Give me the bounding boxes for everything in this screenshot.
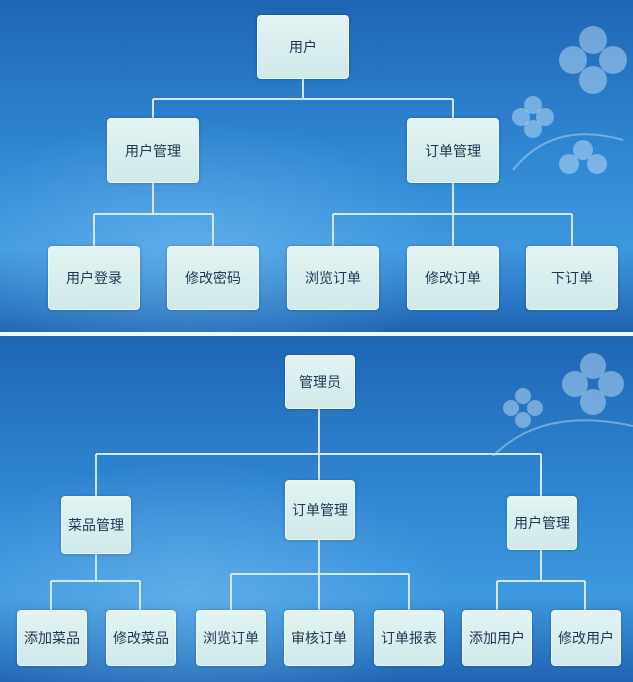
root-node-user: 用户 (257, 15, 349, 79)
admin-function-diagram: 管理员 菜品管理 订单管理 用户管理 添加菜品 修改菜品 浏览订单 审核订单 订… (0, 336, 633, 682)
branch-node-order-management: 订单管理 (285, 480, 355, 540)
leaf-node-change-password: 修改密码 (167, 246, 259, 310)
branch-node-user-management: 用户管理 (107, 118, 199, 183)
leaf-node-order-report: 订单报表 (374, 610, 444, 666)
leaf-node-place-order: 下订单 (526, 246, 618, 310)
user-function-diagram: 用户 用户管理 订单管理 用户登录 修改密码 浏览订单 修改订单 下订单 (0, 0, 633, 332)
branch-node-order-management: 订单管理 (407, 118, 499, 183)
leaf-node-modify-order: 修改订单 (407, 246, 499, 310)
leaf-node-user-login: 用户登录 (48, 246, 140, 310)
leaf-node-review-orders: 审核订单 (284, 610, 354, 666)
root-node-admin: 管理员 (285, 355, 355, 409)
branch-node-user-management: 用户管理 (507, 496, 577, 550)
branch-node-dish-management: 菜品管理 (61, 496, 131, 554)
leaf-node-add-user: 添加用户 (462, 610, 532, 666)
leaf-node-browse-orders: 浏览订单 (287, 246, 379, 310)
leaf-node-modify-dish: 修改菜品 (106, 610, 176, 666)
leaf-node-browse-orders: 浏览订单 (196, 610, 266, 666)
leaf-node-add-dish: 添加菜品 (17, 610, 87, 666)
leaf-node-modify-user: 修改用户 (551, 610, 621, 666)
